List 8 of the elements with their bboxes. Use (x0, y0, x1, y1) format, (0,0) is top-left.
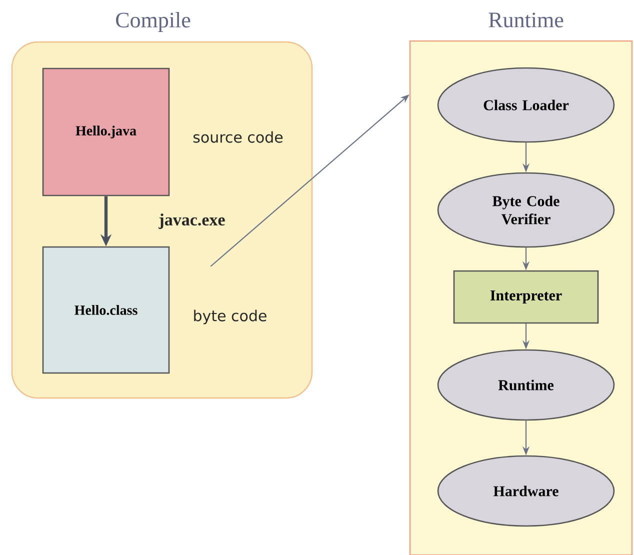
node-label: Runtime (488, 12, 564, 28)
node-label: Compile (116, 12, 190, 32)
beside-label: byte code (194, 310, 266, 324)
file-box: Hello.java (42, 68, 170, 196)
file-box: Hello.class (42, 246, 170, 374)
beside-label: source code (193, 131, 283, 143)
edge-label: javac.exe (158, 212, 226, 230)
process-box: Interpreter (453, 270, 599, 324)
